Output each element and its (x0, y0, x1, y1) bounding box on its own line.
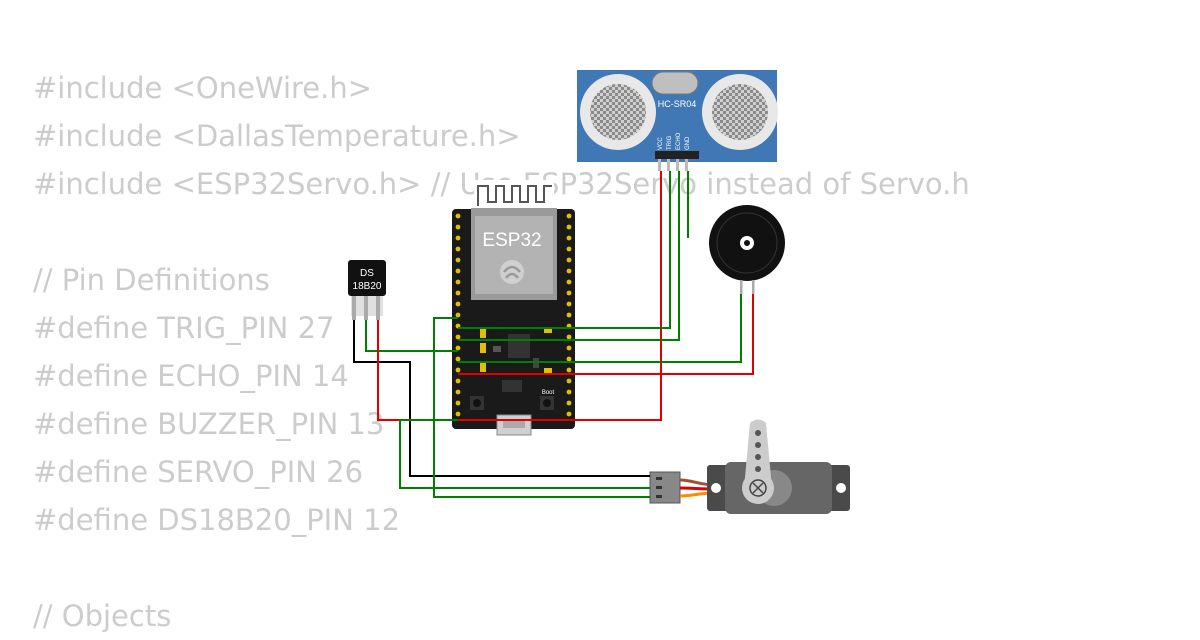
ultrasonic-pin-labels: VCC TRIG ECHO GND (658, 132, 691, 150)
wire-buzzer-pos (458, 294, 754, 375)
code-line: #define SERVO_PIN 26 (33, 455, 364, 489)
servo-mount-hole-left (711, 483, 721, 493)
code-line: #define DS18B20_PIN 12 (33, 503, 401, 537)
code-line: // Pin Definitions (33, 263, 270, 297)
code-line: #include <ESP32Servo.h> // Use ESP32Serv… (33, 167, 970, 201)
esp32-pins-right (566, 213, 572, 417)
servo-connector (649, 471, 681, 504)
servo-screw-icon (749, 479, 767, 497)
esp32-label: ESP32 (482, 230, 541, 251)
code-line: // Objects (33, 599, 172, 633)
code-line: #include <DallasTemperature.h> (33, 119, 521, 153)
buzzer[interactable] (709, 205, 785, 294)
servo-motor[interactable] (649, 419, 850, 515)
ultrasonic-label: HC-SR04 (658, 99, 697, 109)
ultrasonic-header (655, 151, 699, 171)
code-line: #define BUZZER_PIN 13 (33, 407, 385, 441)
sensor-label-line1: DS (360, 268, 374, 279)
wire-ds18b20-vdd (377, 320, 458, 421)
wire-hcsr04-trig (458, 171, 671, 329)
boot-label: Boot (542, 390, 555, 396)
wire-servo-power (399, 419, 650, 489)
sensor-leg-dq (364, 296, 368, 320)
usb-port-inner (503, 420, 525, 428)
temperature-sensor[interactable]: DS 18B20 (348, 260, 386, 320)
esp32-pins-left (455, 213, 461, 417)
wire-buzzer-neg (458, 294, 742, 363)
pin-label-gnd: GND (685, 136, 691, 150)
wires (353, 171, 754, 498)
ultrasonic-sensor[interactable]: HC-SR04 VCC TRIG ECHO GND (577, 70, 778, 171)
buzzer-leg-pos (752, 280, 755, 294)
buzzer-ring (716, 212, 778, 274)
pin-label-trig: TRIG (667, 135, 673, 150)
transducer-left-mesh (590, 84, 646, 140)
sensor-body (348, 260, 386, 296)
esp32-board[interactable]: ESP32 Boot (452, 180, 575, 436)
sensor-leg-vdd (376, 296, 380, 320)
espressif-logo-icon (500, 260, 524, 284)
servo-mount-hole-right (836, 483, 846, 493)
transducer-right-mesh (712, 84, 768, 140)
pin-label-echo: ECHO (676, 132, 682, 150)
wire-servo-gnd (353, 320, 650, 477)
crystal-oscillator (651, 71, 699, 95)
code-listing: #include <OneWire.h> #include <DallasTemp… (33, 64, 970, 640)
antenna-area (474, 180, 554, 208)
code-line: #define ECHO_PIN 14 (33, 359, 349, 393)
buzzer-leg-neg (740, 280, 743, 294)
code-line: #include <OneWire.h> (33, 71, 373, 105)
sensor-leg-gnd (352, 296, 356, 320)
wire-hcsr04-echo (458, 171, 680, 341)
wire-hcsr04-vcc (458, 171, 662, 421)
wire-ds18b20-data (365, 320, 458, 352)
sensor-label-line2: 18B20 (353, 281, 382, 292)
wire-servo-signal (433, 317, 650, 498)
pin-label-vcc: VCC (658, 137, 664, 150)
buzzer-hole-center (744, 240, 750, 246)
servo-horn (744, 419, 772, 488)
code-line: #define TRIG_PIN 27 (33, 311, 335, 345)
antenna-trace (477, 185, 552, 206)
